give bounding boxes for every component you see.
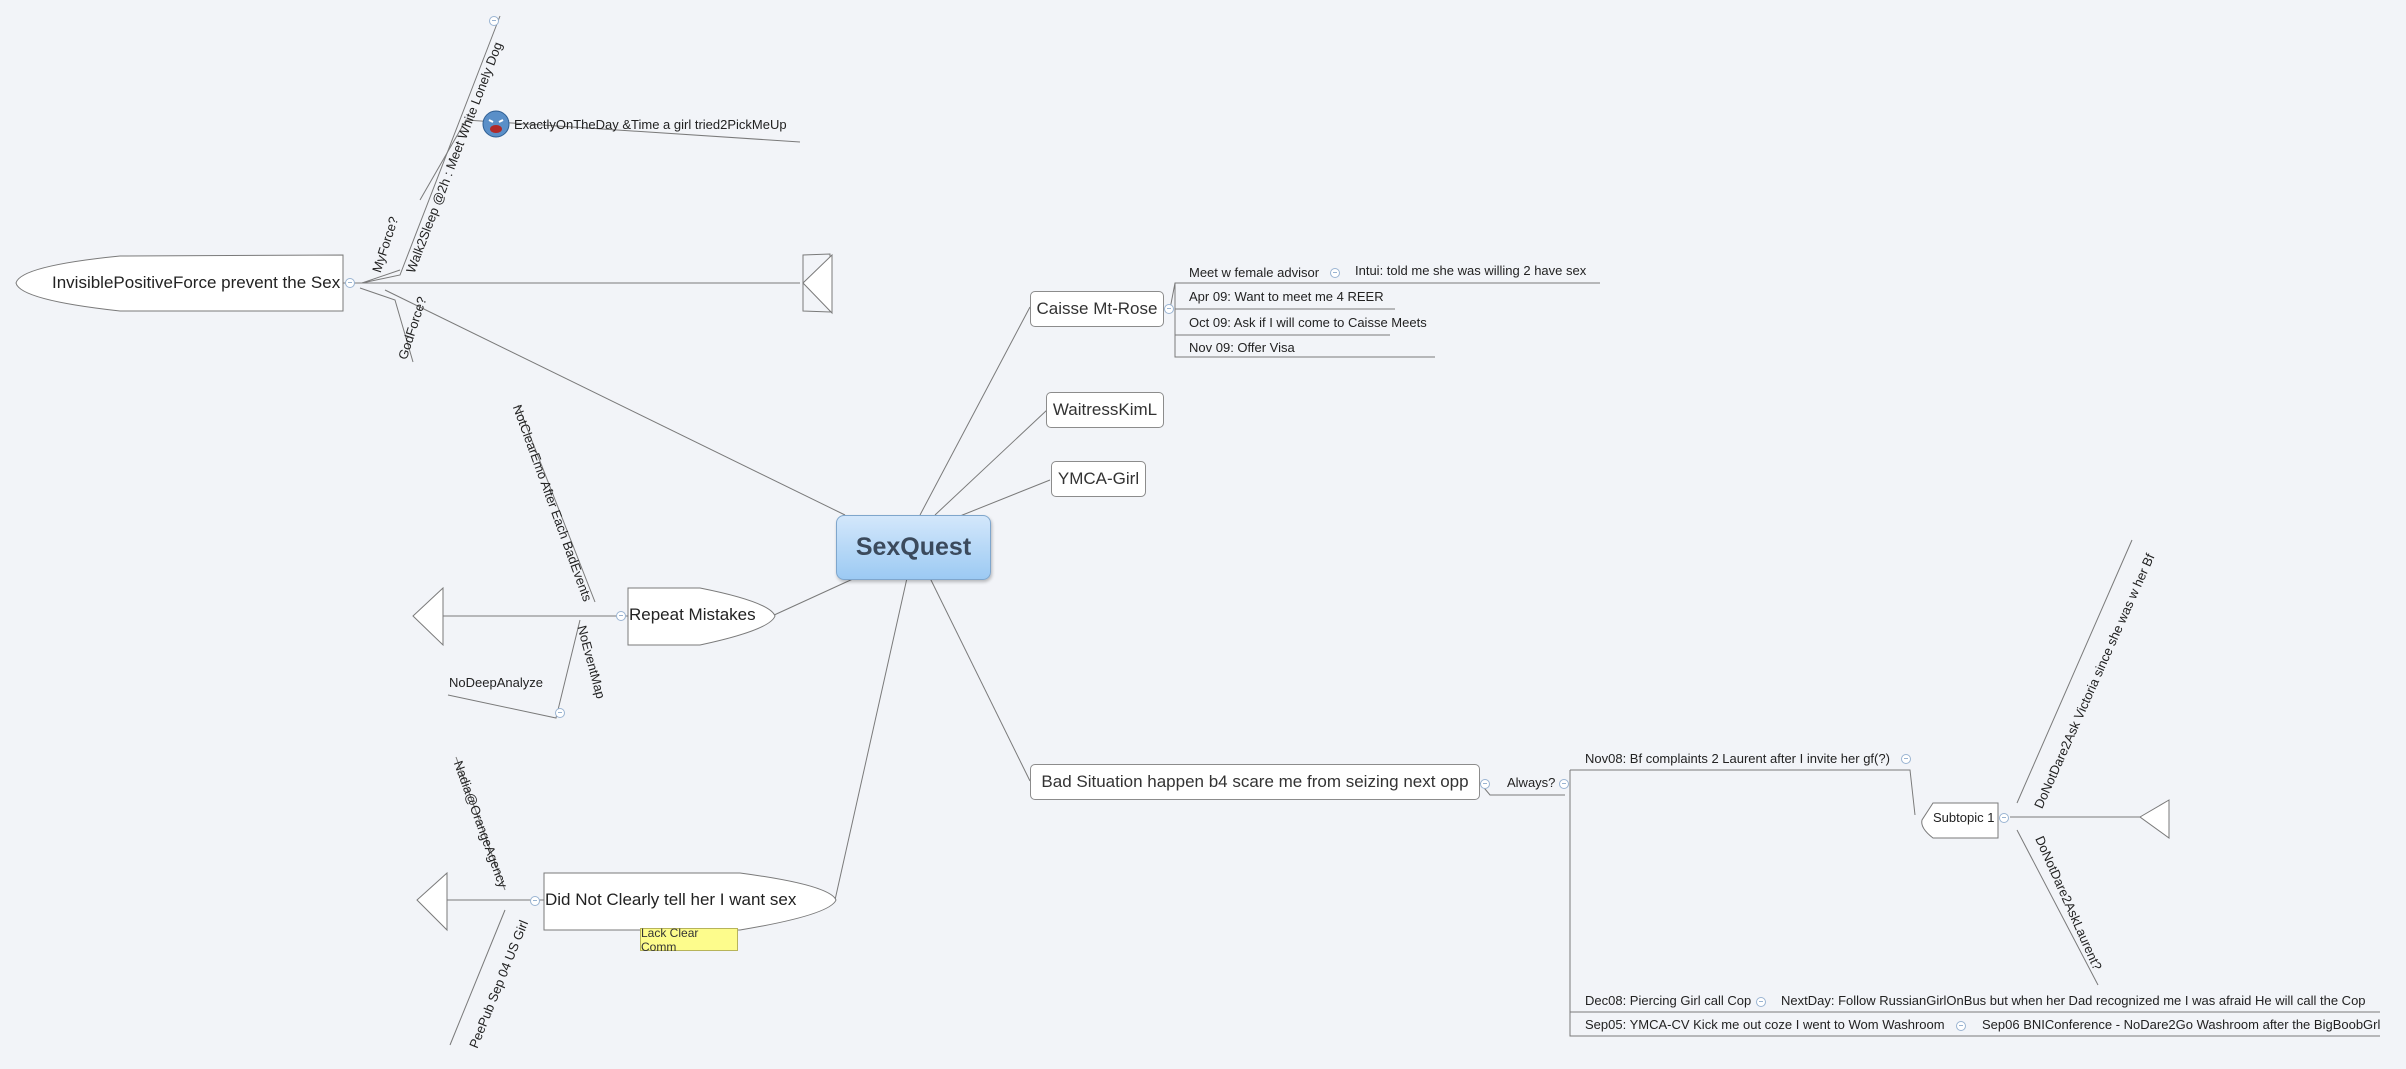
topic-ymca[interactable]: YMCA-Girl: [1051, 461, 1146, 497]
nov08-label[interactable]: Nov08: Bf complaints 2 Laurent after I i…: [1585, 751, 1890, 766]
always-label[interactable]: Always?: [1507, 775, 1556, 790]
dec08-label[interactable]: Dec08: Piercing Girl call Cop: [1585, 993, 1752, 1008]
topic-did-not-tell[interactable]: Did Not Clearly tell her I want sex: [545, 890, 797, 909]
oct09-label[interactable]: Oct 09: Ask if I will come to Caisse Mee…: [1189, 315, 1427, 330]
connector-invisible: [384, 289, 846, 516]
intui-label[interactable]: Intui: told me she was willing 2 have se…: [1355, 263, 1587, 278]
collapse-toggle-icon[interactable]: [1999, 813, 2009, 823]
meet-advisor-label[interactable]: Meet w female advisor: [1189, 265, 1320, 280]
connector-repeat: [771, 577, 856, 617]
subtopic-label[interactable]: Subtopic 1: [1933, 810, 1995, 825]
apr09-label[interactable]: Apr 09: Want to meet me 4 REER: [1189, 289, 1384, 304]
connector-badsit: [929, 577, 1031, 782]
connector-ymca: [949, 479, 1051, 521]
crying-face-icon: [482, 110, 510, 138]
topic-waitress[interactable]: WaitressKimL: [1046, 392, 1164, 428]
nodeep-label[interactable]: NoDeepAnalyze: [449, 675, 543, 690]
repeat-topic-shape: [627, 587, 776, 646]
collapse-toggle-icon[interactable]: [1956, 1021, 1966, 1031]
topic-invisible[interactable]: InvisiblePositiveForce prevent the Sex: [52, 273, 341, 292]
collapse-toggle-icon[interactable]: [1480, 779, 1490, 789]
subtopic-shape: [1921, 802, 1999, 839]
invisible-topic-shape: [15, 254, 344, 312]
topic-caisse[interactable]: Caisse Mt-Rose: [1030, 291, 1164, 327]
nov09-label[interactable]: Nov 09: Offer Visa: [1189, 340, 1295, 355]
collapse-toggle-icon[interactable]: [1901, 754, 1911, 764]
central-topic[interactable]: SexQuest: [836, 515, 991, 580]
sep06-label[interactable]: Sep06 BNIConference - NoDare2Go Washroom…: [1982, 1017, 2381, 1032]
collapse-toggle-icon[interactable]: [530, 896, 540, 906]
connector-didnot: [834, 577, 908, 901]
collapse-toggle-icon[interactable]: [555, 708, 565, 718]
collapse-toggle-icon[interactable]: [489, 16, 499, 26]
sep05-label[interactable]: Sep05: YMCA-CV Kick me out coze I went t…: [1585, 1017, 1945, 1032]
topic-bad-situation[interactable]: Bad Situation happen b4 scare me from se…: [1030, 764, 1480, 800]
didnot-topic-shape: [543, 872, 837, 931]
topic-repeat-mistakes[interactable]: Repeat Mistakes: [629, 605, 756, 624]
connector-caisse: [919, 306, 1031, 516]
collapse-toggle-icon[interactable]: [1164, 304, 1174, 314]
nextday-label[interactable]: NextDay: Follow RussianGirlOnBus but whe…: [1781, 993, 2366, 1008]
note-lack-clear-comm[interactable]: Lack Clear Comm: [640, 926, 738, 954]
collapse-toggle-icon[interactable]: [1756, 997, 1766, 1007]
collapse-toggle-icon[interactable]: [1330, 268, 1340, 278]
exactly-label[interactable]: ExactlyOnTheDay &Time a girl tried2PickM…: [514, 117, 787, 132]
collapse-toggle-icon[interactable]: [616, 611, 626, 621]
collapse-toggle-icon[interactable]: [1559, 779, 1569, 789]
connector-waitress: [934, 409, 1048, 516]
collapse-toggle-icon[interactable]: [345, 278, 355, 288]
